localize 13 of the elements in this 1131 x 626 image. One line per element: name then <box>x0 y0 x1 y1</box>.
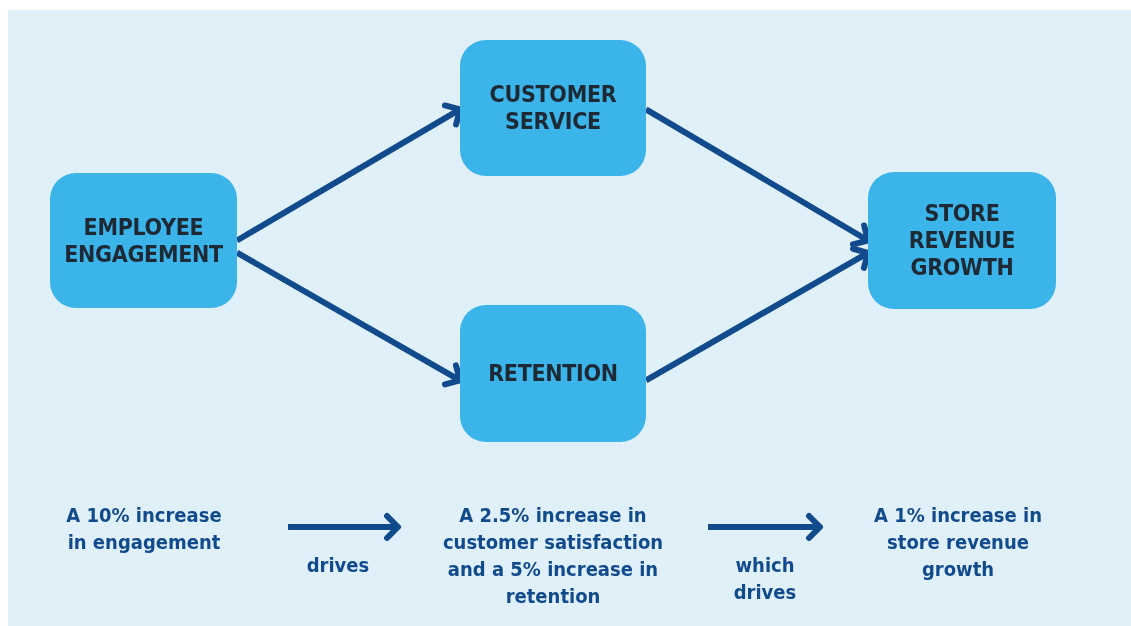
box-label: CUSTOMER SERVICE <box>488 81 618 135</box>
process-box <box>460 40 646 176</box>
arrow <box>288 513 401 541</box>
process-box <box>868 172 1056 309</box>
statement-text: A 2.5% increase in customer satisfaction and a 5% increase in retention <box>441 502 665 610</box>
box-label: EMPLOYEE ENGAGEMENT <box>63 213 224 268</box>
process-box <box>460 305 646 442</box>
box-label: RETENTION <box>488 360 618 387</box>
process-box <box>50 173 237 308</box>
arrow <box>708 513 823 541</box>
statement-text: A 10% increase in engagement <box>65 502 223 556</box>
statement-text: A 1% increase in store revenue growth <box>873 502 1043 583</box>
box-label: STORE REVENUE GROWTH <box>907 200 1017 281</box>
